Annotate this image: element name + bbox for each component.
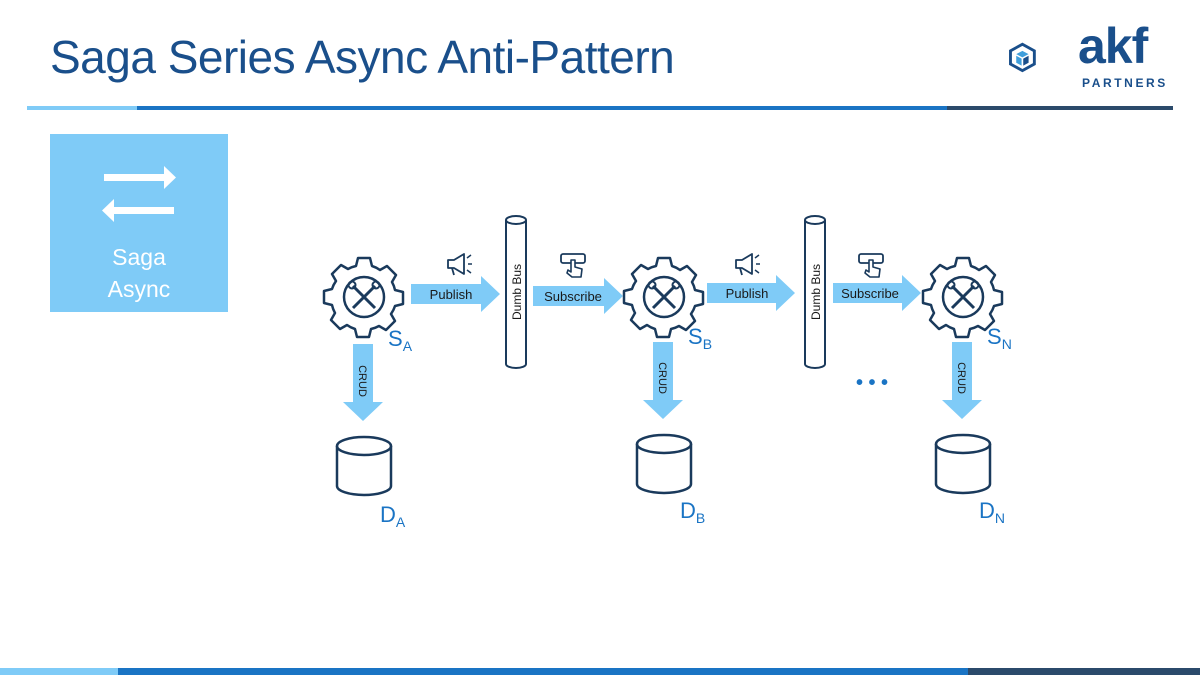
datastore-n-icon [934, 433, 992, 495]
crud-arrow-a: CRUD [343, 344, 383, 421]
crud-arrow-b-label: CRUD [656, 362, 668, 394]
crud-arrow-a-label: CRUD [356, 365, 368, 397]
service-b-label: SB [688, 324, 712, 352]
datastore-b-label: DB [680, 498, 705, 526]
megaphone-icon [447, 253, 473, 276]
logo-subtitle: PARTNERS [1082, 76, 1168, 90]
publish-arrow-2: Publish [707, 275, 795, 311]
subscribe-arrow-1-label: Subscribe [544, 289, 602, 304]
crud-arrow-n: CRUD [942, 342, 982, 419]
publish-arrow-1-label: Publish [430, 287, 473, 302]
dumb-bus-2-label: Dumb Bus [809, 264, 823, 320]
subscribe-tap-icon [560, 253, 586, 278]
subscribe-arrow-2-label: Subscribe [841, 286, 899, 301]
page-title: Saga Series Async Anti-Pattern [50, 31, 675, 83]
pattern-badge: Saga Async [50, 134, 228, 312]
logo-wordmark: akf [1078, 18, 1148, 74]
subscribe-arrow-1: Subscribe [533, 278, 623, 314]
datastore-n-label: DN [979, 498, 1005, 526]
service-n-label: SN [987, 324, 1012, 352]
badge-label-saga: Saga [112, 244, 166, 270]
ellipsis: • • • [856, 372, 888, 394]
footer-divider [0, 668, 1200, 675]
badge-label-async: Async [107, 276, 171, 302]
bidirectional-arrows-icon [102, 166, 176, 222]
akf-logo-icon [1009, 42, 1036, 73]
datastore-a-icon [335, 435, 393, 497]
service-a-label: SA [388, 326, 413, 354]
publish-arrow-1: Publish [411, 276, 500, 312]
megaphone-icon [735, 253, 761, 276]
header-divider [27, 106, 1173, 110]
subscribe-tap-icon [858, 253, 884, 278]
subscribe-arrow-2: Subscribe [833, 275, 921, 311]
dumb-bus-1-label: Dumb Bus [510, 264, 524, 320]
datastore-b-icon [635, 433, 693, 495]
datastore-a-label: DA [380, 502, 406, 530]
crud-arrow-b: CRUD [643, 342, 683, 419]
publish-arrow-2-label: Publish [726, 286, 769, 301]
crud-arrow-n-label: CRUD [955, 362, 967, 394]
